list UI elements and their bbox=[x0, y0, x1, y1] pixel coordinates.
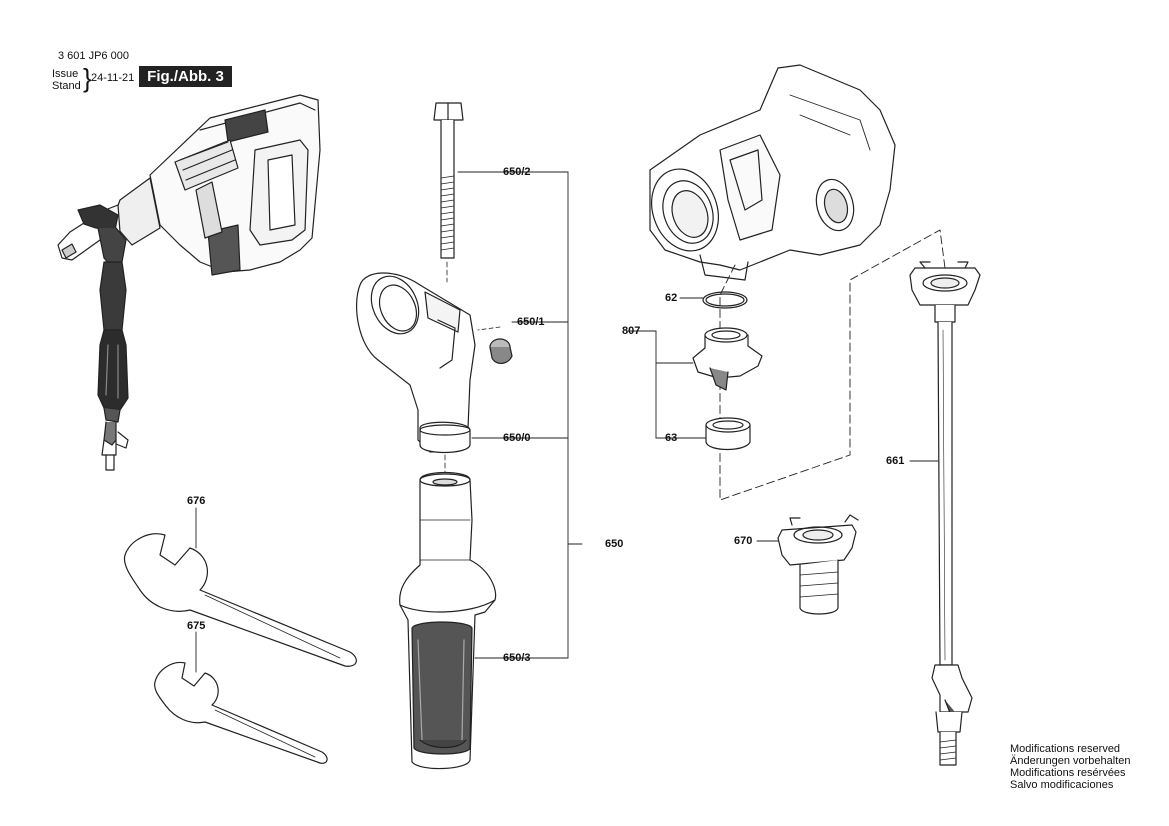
modification-notes: Modifications reserved Änderungen vorbeh… bbox=[1010, 743, 1130, 791]
part-label-807: 807 bbox=[622, 325, 641, 337]
note-line: Änderungen vorbehalten bbox=[1010, 755, 1131, 767]
insert-650-1 bbox=[477, 326, 513, 364]
open-end-wrench-676 bbox=[123, 533, 357, 667]
part-label-62: 62 bbox=[665, 292, 678, 304]
o-ring-62 bbox=[702, 291, 748, 309]
part-label-650-0: 650/0 bbox=[503, 432, 531, 444]
open-end-wrench-675 bbox=[154, 661, 328, 764]
gear-housing-illustration bbox=[649, 64, 896, 281]
handle-clamp-650-0 bbox=[355, 272, 476, 473]
part-label-676: 676 bbox=[187, 495, 206, 507]
part-label-650-2: 650/2 bbox=[503, 166, 531, 178]
rotary-hammer-illustration bbox=[57, 94, 321, 471]
issue-date: 24-11-21 bbox=[91, 72, 135, 84]
hose-connector-670 bbox=[777, 514, 859, 615]
part-label-675: 675 bbox=[187, 620, 206, 632]
coupling-807 bbox=[692, 327, 763, 391]
seal-63 bbox=[705, 417, 751, 451]
part-label-63: 63 bbox=[665, 432, 678, 444]
note-line: Salvo modificaciones bbox=[1010, 779, 1114, 791]
assembly-boundary bbox=[719, 229, 946, 501]
stand-label: Stand bbox=[52, 80, 81, 92]
note-line: Modifications resérvées bbox=[1010, 767, 1126, 779]
bolt-650-2 bbox=[433, 102, 464, 283]
part-label-650: 650 bbox=[605, 538, 624, 550]
water-tube-661 bbox=[909, 261, 981, 766]
part-label-670: 670 bbox=[734, 535, 753, 547]
issue-label: Issue bbox=[52, 68, 79, 80]
part-label-650-3: 650/3 bbox=[503, 652, 531, 664]
note-line: Modifications reserved bbox=[1010, 743, 1121, 755]
brace-glyph: } bbox=[83, 63, 92, 93]
part-label-661: 661 bbox=[886, 455, 905, 467]
leader-lines bbox=[195, 171, 939, 673]
handle-grip-650-3 bbox=[399, 471, 497, 770]
part-label-650-1: 650/1 bbox=[517, 316, 545, 328]
document-number: 3 601 JP6 000 bbox=[58, 50, 129, 62]
figure-badge: Fig./Abb. 3 bbox=[139, 66, 232, 87]
